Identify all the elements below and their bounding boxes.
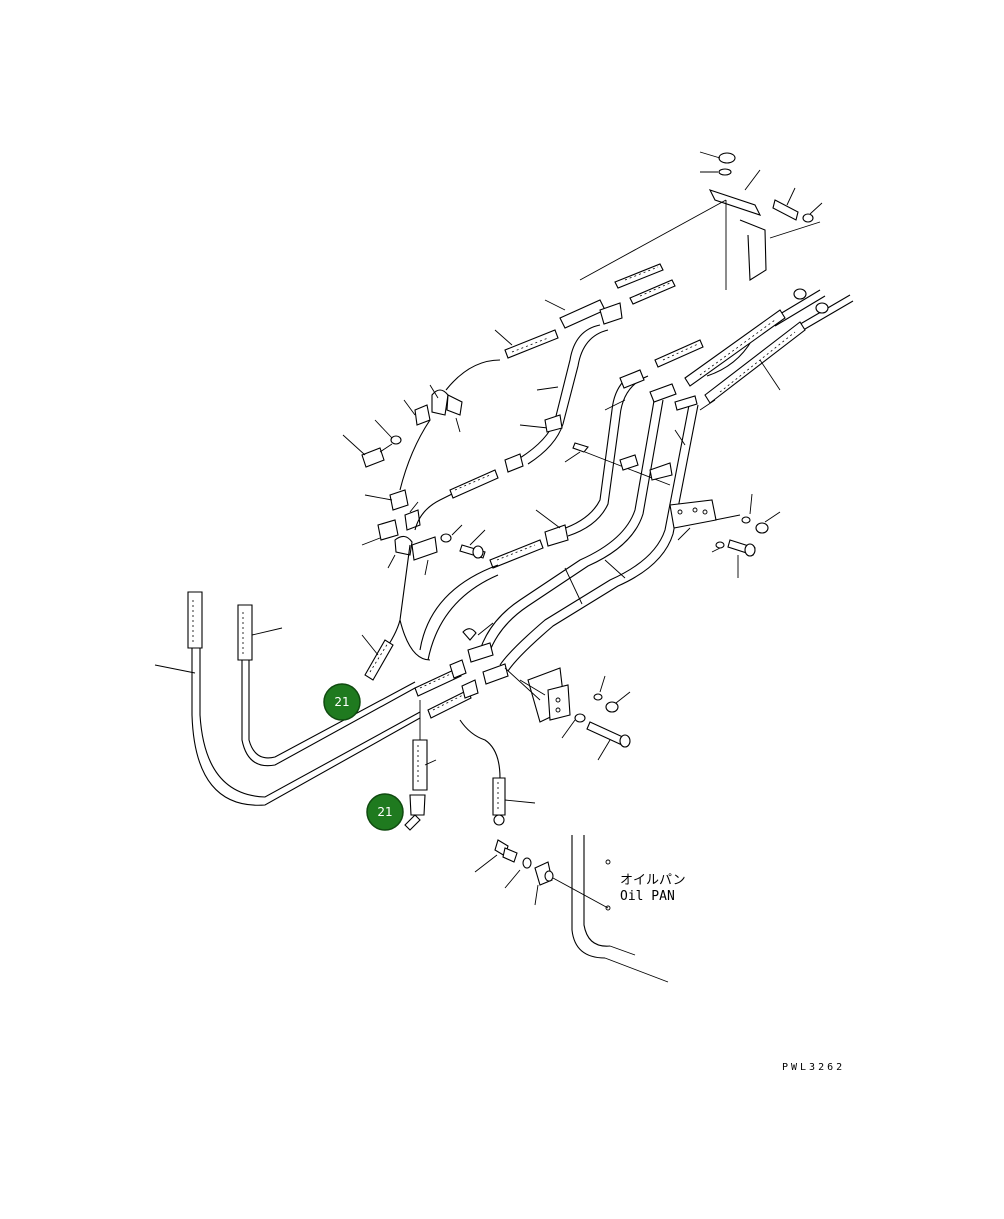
central-hoses	[399, 564, 536, 831]
upper-hose-fittings	[494, 263, 676, 359]
right-plate-assembly	[564, 493, 781, 605]
right-side-hoses	[604, 288, 829, 446]
lower-bracket-assembly	[462, 622, 631, 761]
oil-pan-fittings	[474, 835, 669, 983]
drawing-code: PWL3262	[782, 1062, 845, 1073]
mid-bolts	[361, 509, 569, 681]
middle-clamps	[342, 359, 673, 576]
oil-pan-label-en: Oil PAN	[620, 889, 675, 904]
oil-pan-label-jp: オイルパン	[620, 873, 686, 888]
left-long-hoses	[154, 591, 421, 806]
callout-21-upper[interactable]: 21	[323, 683, 361, 721]
top-bracket-assembly	[579, 151, 823, 290]
callout-21-lower[interactable]: 21	[366, 793, 404, 831]
